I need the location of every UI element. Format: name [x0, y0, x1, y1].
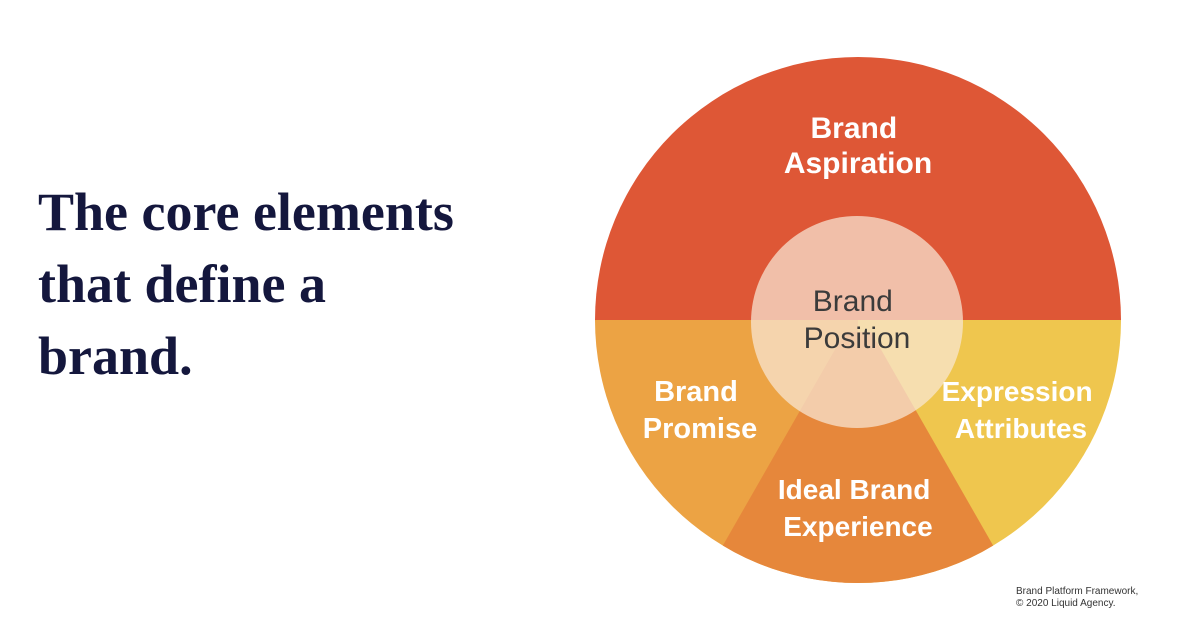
- credit-caption: Brand Platform Framework, © 2020 Liquid …: [1016, 586, 1196, 610]
- segment-ideal-brand-experience: [686, 332, 1030, 583]
- credit-line-2: © 2020 Liquid Agency.: [1016, 598, 1116, 609]
- label-brand-position: Brand Position: [804, 285, 911, 355]
- headline-line-2: that define a: [38, 254, 326, 314]
- segment-brand-position: [751, 216, 963, 428]
- label-ideal-brand-experience: Ideal Brand Experience: [778, 474, 938, 542]
- headline-line-3: brand.: [38, 326, 193, 386]
- label-expression-attributes: Expression Attributes: [942, 376, 1101, 444]
- headline: The core elements that define a brand.: [38, 176, 538, 392]
- credit-line-1: Brand Platform Framework,: [1016, 586, 1139, 597]
- label-brand-aspiration: Brand Aspiration: [784, 112, 932, 180]
- label-brand-promise: Brand Promise: [643, 376, 757, 445]
- headline-line-1: The core elements: [38, 182, 454, 242]
